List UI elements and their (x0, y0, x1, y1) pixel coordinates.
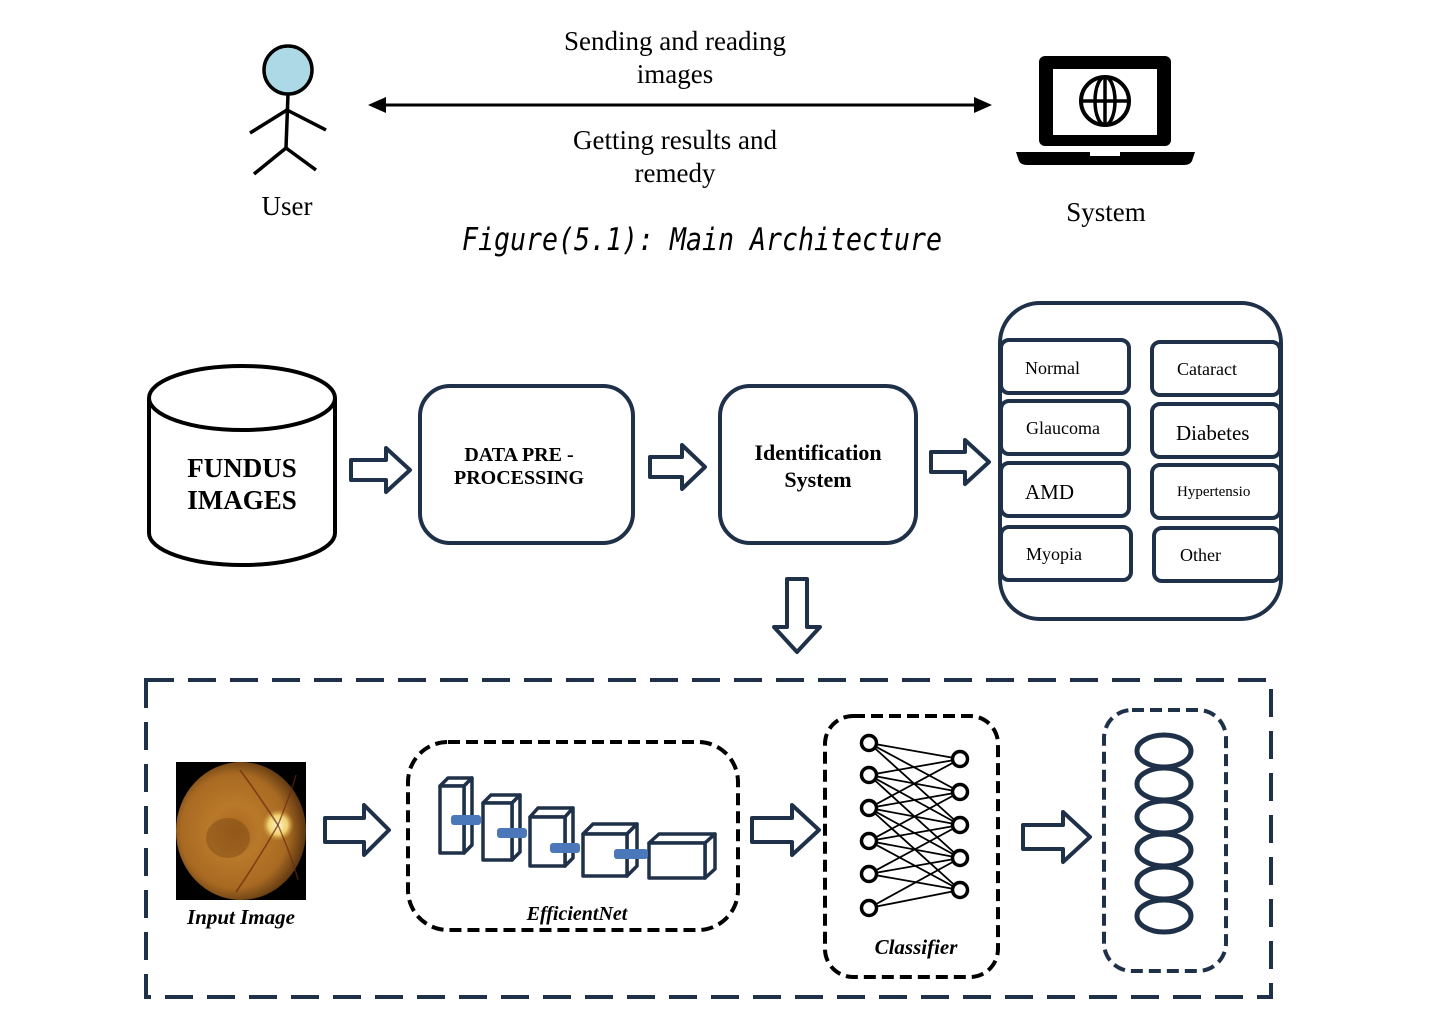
network-edge (868, 742, 961, 760)
class-myopia-box (999, 525, 1133, 582)
network-edge (868, 791, 961, 842)
result-label-line2: remedy (635, 158, 716, 188)
output-neuron (1134, 798, 1194, 836)
model-arrow-1 (323, 803, 391, 857)
identification-label-line1: Identification (754, 440, 881, 465)
user-label: User (262, 191, 313, 221)
network-node (950, 749, 970, 769)
send-label-line2: images (637, 59, 713, 89)
system-label: System (1066, 197, 1146, 227)
bidirectional-arrow (368, 97, 992, 113)
down-arrow (772, 577, 822, 654)
output-neurons (1134, 732, 1194, 935)
network-node (859, 733, 879, 753)
network-node (859, 765, 879, 785)
network-edge (868, 791, 961, 809)
network-node (950, 880, 970, 900)
class-glaucoma-label: Glaucoma (1026, 418, 1100, 438)
efficientnet-blocks-icon (438, 776, 717, 880)
figure-caption: Figure(5.1): Main Architecture (462, 222, 942, 258)
user-stick-figure-icon (249, 44, 327, 176)
class-myopia-label: Myopia (1026, 544, 1082, 564)
network-node (950, 815, 970, 835)
class-cataract-box (1150, 340, 1282, 397)
output-neuron (1134, 831, 1194, 869)
output-neuron (1134, 765, 1194, 803)
class-amd-box (999, 461, 1131, 518)
model-arrow-3 (1021, 810, 1092, 864)
class-hypertension-label: Hypertensio (1177, 484, 1250, 500)
network-node (859, 798, 879, 818)
result-label-line1: Getting results and (573, 125, 777, 155)
send-label-line1: Sending and reading (564, 26, 786, 56)
laptop-globe-icon (1016, 56, 1195, 165)
fundus-input-image (176, 762, 306, 900)
flow-arrow-1 (349, 446, 412, 494)
identification-label-line2: System (784, 467, 851, 492)
class-other-box (1152, 526, 1282, 583)
network-node (859, 864, 879, 884)
class-glaucoma-box (999, 399, 1131, 456)
flow-arrow-2 (648, 443, 707, 491)
network-node (950, 782, 970, 802)
network-edge (868, 857, 961, 875)
efficientnet-connector-bars (451, 815, 648, 859)
class-diabetes-label: Diabetes (1176, 421, 1249, 445)
classifier-label: Classifier (875, 935, 959, 959)
identification-system-box (718, 384, 918, 545)
class-normal-box (999, 338, 1131, 395)
class-hypertension-box (1150, 463, 1282, 520)
model-dashed-container (144, 678, 1273, 999)
output-neuron (1134, 864, 1194, 902)
fundus-database-icon (147, 364, 337, 567)
class-amd-label: AMD (1025, 480, 1074, 504)
classifier-network-nodes (859, 733, 970, 918)
network-node (859, 831, 879, 851)
network-node (859, 898, 879, 918)
output-neuron (1134, 897, 1194, 935)
class-normal-label: Normal (1025, 358, 1080, 378)
output-neuron (1134, 732, 1194, 770)
efficientnet-box (406, 740, 740, 932)
flow-arrow-3 (929, 438, 991, 486)
class-diabetes-box (1150, 402, 1282, 459)
network-edge (868, 857, 961, 909)
classifier-network-connections (868, 742, 961, 909)
network-edge (868, 758, 961, 809)
efficientnet-label: EfficientNet (526, 903, 629, 925)
preprocessing-box (418, 384, 635, 545)
network-node (950, 848, 970, 868)
input-image-label: Input Image (186, 905, 295, 929)
fundus-label-line1: FUNDUS (187, 453, 297, 483)
classifier-box (823, 714, 1000, 979)
network-edge (868, 889, 961, 909)
preprocessing-label-line1: DATA PRE - (464, 444, 573, 466)
class-other-label: Other (1180, 545, 1221, 565)
network-edge (868, 824, 961, 875)
preprocessing-label-line2: PROCESSING (454, 467, 584, 489)
fundus-label-line2: IMAGES (187, 485, 297, 515)
network-edge (868, 758, 961, 776)
model-arrow-2 (750, 803, 821, 857)
network-edge (868, 824, 961, 842)
class-cataract-label: Cataract (1177, 359, 1237, 379)
